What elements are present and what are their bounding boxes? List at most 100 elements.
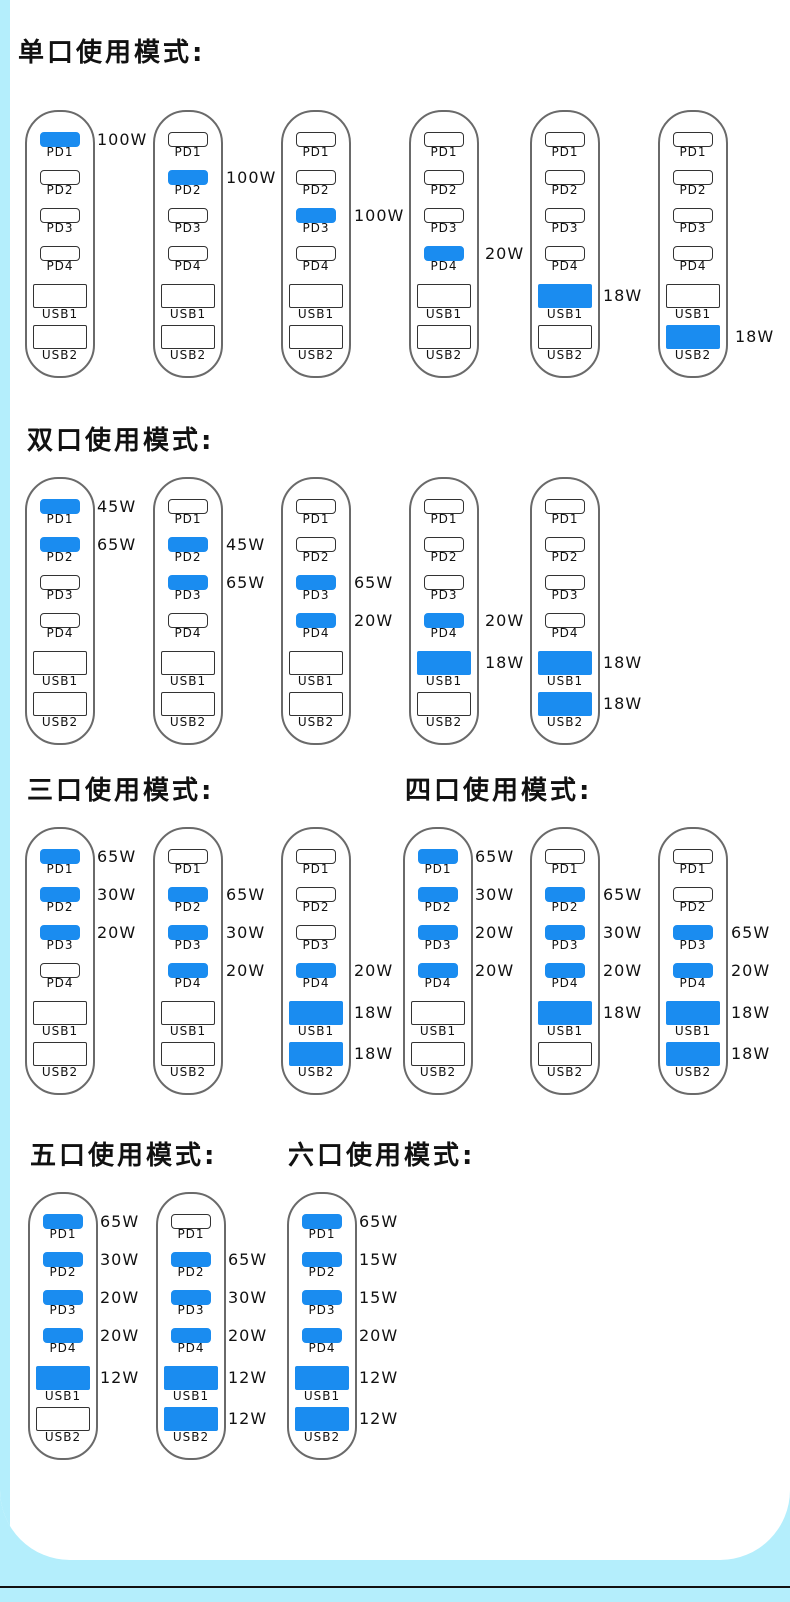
- usb-c-port-pd3-active: [673, 925, 713, 940]
- usb-c-port-pd2: [424, 170, 464, 185]
- usb-c-port-pd2-active: [43, 1252, 83, 1267]
- usb-c-port-pd4-active: [302, 1328, 342, 1343]
- wattage-label: 65W: [475, 846, 515, 866]
- port-label: PD1: [46, 512, 74, 526]
- usb-a-port-usb2-active: [289, 1042, 343, 1066]
- usb-a-port-usb2: [33, 692, 87, 716]
- wattage-label: 65W: [100, 1211, 140, 1231]
- usb-c-port-pd1-active: [40, 132, 80, 147]
- usb-c-port-pd3-active: [296, 575, 336, 590]
- usb-c-port-pd3: [296, 925, 336, 940]
- usb-c-port-pd3-active: [171, 1290, 211, 1305]
- bottom-divider: [0, 1586, 790, 1588]
- wattage-label: 18W: [603, 1003, 643, 1022]
- wattage-label: 20W: [731, 960, 771, 980]
- wattage-label: 12W: [228, 1409, 268, 1428]
- usb-c-port-pd3-active: [545, 925, 585, 940]
- port-label: PD4: [49, 1341, 77, 1355]
- port-label: PD1: [46, 145, 74, 159]
- port-label: PD4: [308, 1341, 336, 1355]
- usb-c-port-pd4: [545, 246, 585, 261]
- usb-c-port-pd2-active: [40, 537, 80, 552]
- usb-c-port-pd4: [545, 613, 585, 628]
- usb-a-port-usb1: [161, 651, 215, 675]
- port-label: USB2: [546, 348, 584, 362]
- wattage-label: 18W: [731, 1044, 771, 1063]
- port-label: USB2: [674, 1065, 712, 1079]
- section-title: 五口使用模式:: [30, 1141, 218, 1171]
- usb-c-port-pd1-active: [40, 499, 80, 514]
- usb-c-port-pd3: [673, 208, 713, 223]
- port-label: PD3: [302, 221, 330, 235]
- port-label: PD2: [302, 183, 330, 197]
- port-label: PD2: [302, 550, 330, 564]
- usb-a-port-usb1: [666, 284, 720, 308]
- port-label: USB2: [169, 715, 207, 729]
- port-label: PD4: [430, 259, 458, 273]
- port-label: PD4: [424, 976, 452, 990]
- usb-c-port-pd1: [545, 499, 585, 514]
- usb-a-port-usb2-active: [538, 692, 592, 716]
- wattage-label: 18W: [485, 653, 525, 672]
- port-label: USB2: [44, 1430, 82, 1444]
- usb-c-port-pd4-active: [296, 963, 336, 978]
- port-label: PD3: [308, 1303, 336, 1317]
- usb-c-port-pd4-active: [424, 613, 464, 628]
- usb-a-port-usb1: [161, 284, 215, 308]
- port-label: PD3: [49, 1303, 77, 1317]
- port-label: PD2: [46, 183, 74, 197]
- usb-a-port-usb2: [289, 692, 343, 716]
- port-label: USB2: [303, 1430, 341, 1444]
- port-label: PD4: [46, 259, 74, 273]
- port-label: USB2: [41, 1065, 79, 1079]
- port-label: PD2: [430, 183, 458, 197]
- port-label: PD4: [679, 259, 707, 273]
- wattage-label: 100W: [354, 205, 405, 225]
- usb-c-port-pd3-active: [168, 925, 208, 940]
- usb-c-port-pd3: [168, 208, 208, 223]
- usb-c-port-pd2: [545, 537, 585, 552]
- usb-c-port-pd1: [171, 1214, 211, 1229]
- usb-a-port-usb1-active: [538, 284, 592, 308]
- port-label: USB1: [425, 307, 463, 321]
- port-label: USB1: [546, 307, 584, 321]
- usb-c-port-pd4-active: [296, 613, 336, 628]
- wattage-label: 18W: [603, 286, 643, 305]
- port-label: USB1: [41, 307, 79, 321]
- wattage-label: 65W: [731, 922, 771, 942]
- usb-a-port-usb1: [289, 651, 343, 675]
- wattage-label: 18W: [354, 1003, 394, 1022]
- port-label: PD2: [174, 183, 202, 197]
- usb-c-port-pd2: [545, 170, 585, 185]
- usb-a-port-usb1-active: [417, 651, 471, 675]
- port-label: PD1: [174, 145, 202, 159]
- wattage-label: 30W: [603, 922, 643, 942]
- usb-a-port-usb2: [33, 325, 87, 349]
- wattage-label: 65W: [603, 884, 643, 904]
- usb-c-port-pd2-active: [418, 887, 458, 902]
- usb-c-port-pd2-active: [168, 537, 208, 552]
- port-label: USB2: [297, 715, 335, 729]
- port-label: PD2: [49, 1265, 77, 1279]
- usb-a-port-usb1-active: [289, 1001, 343, 1025]
- port-label: PD3: [430, 588, 458, 602]
- usb-c-port-pd4-active: [424, 246, 464, 261]
- wattage-label: 65W: [228, 1249, 268, 1269]
- port-label: PD1: [551, 145, 579, 159]
- usb-c-port-pd2-active: [171, 1252, 211, 1267]
- port-label: USB1: [297, 307, 335, 321]
- port-label: PD1: [430, 145, 458, 159]
- usb-c-port-pd2-active: [168, 887, 208, 902]
- usb-c-port-pd3-active: [296, 208, 336, 223]
- port-label: PD1: [430, 512, 458, 526]
- usb-c-port-pd1: [168, 132, 208, 147]
- port-label: PD1: [302, 862, 330, 876]
- usb-c-port-pd1: [168, 499, 208, 514]
- usb-a-port-usb2: [538, 325, 592, 349]
- port-label: PD4: [430, 626, 458, 640]
